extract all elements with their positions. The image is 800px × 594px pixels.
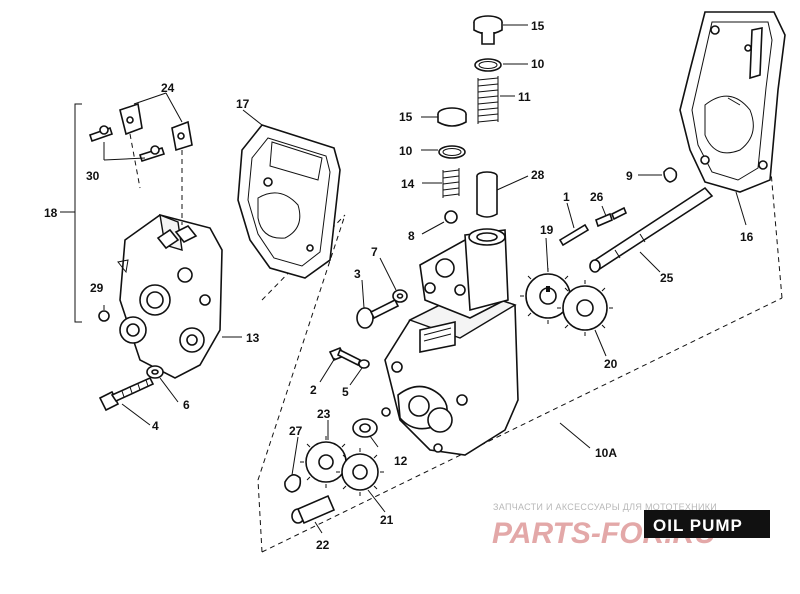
callout-3: 3 (354, 267, 361, 281)
callout-12: 12 (394, 454, 408, 468)
oring-10-top (474, 58, 502, 72)
spring-11 (477, 76, 499, 124)
callout-1: 1 (563, 190, 570, 204)
gear-21 (336, 448, 384, 496)
washer-5 (358, 359, 370, 369)
callout-labels: 15 10 11 15 10 14 28 8 9 1 26 19 16 25 2… (44, 19, 754, 552)
bolt-4 (98, 376, 155, 412)
washer-7 (392, 289, 408, 303)
callout-25: 25 (660, 271, 674, 285)
key-26 (595, 206, 628, 228)
callout-15-top: 15 (531, 19, 545, 33)
callout-16: 16 (740, 230, 754, 244)
oring-10-lower (438, 145, 466, 159)
callout-2: 2 (310, 383, 317, 397)
watermark-tagline: ЗАПЧАСТИ И АКСЕССУАРЫ ДЛЯ МОТОТЕХНИКИ (493, 502, 717, 512)
gasket-17 (237, 124, 341, 279)
callout-21: 21 (380, 513, 394, 527)
diagram-title: OIL PUMP (653, 516, 743, 535)
cover-13 (117, 213, 223, 379)
callout-15-lower: 15 (399, 110, 413, 124)
callout-10-top: 10 (531, 57, 545, 71)
callout-18: 18 (44, 206, 58, 220)
plug-15-lower (437, 107, 467, 127)
washer-12 (352, 418, 378, 438)
pin-1 (558, 223, 590, 247)
screw-29 (98, 305, 110, 322)
callout-22: 22 (316, 538, 330, 552)
title-box: OIL PUMP (644, 510, 770, 538)
spring-14 (442, 168, 460, 198)
callout-29: 29 (90, 281, 104, 295)
callout-5: 5 (342, 385, 349, 399)
callout-24: 24 (161, 81, 175, 95)
leader-lines (103, 24, 747, 534)
pin-22 (291, 494, 336, 525)
callout-28: 28 (531, 168, 545, 182)
callout-10-lower: 10 (399, 144, 413, 158)
callout-19: 19 (540, 223, 554, 237)
callout-17: 17 (236, 97, 250, 111)
callout-6: 6 (183, 398, 190, 412)
callout-30: 30 (86, 169, 100, 183)
callout-11: 11 (518, 90, 531, 104)
pump-body (381, 228, 519, 456)
callout-23: 23 (317, 407, 331, 421)
gasket-plate-16 (679, 11, 786, 193)
ball-8 (444, 210, 458, 224)
clip-27 (284, 474, 302, 493)
callout-7: 7 (371, 245, 378, 259)
plug-15-top (473, 15, 503, 45)
screw-3 (356, 298, 400, 329)
fitting-24 (119, 102, 193, 225)
callout-8: 8 (408, 229, 415, 243)
callout-20: 20 (604, 357, 618, 371)
callout-14: 14 (401, 177, 415, 191)
callout-4: 4 (152, 419, 159, 433)
callout-27: 27 (289, 424, 303, 438)
gear-20 (557, 280, 613, 336)
shaft-25 (589, 186, 714, 273)
bracket-18 (60, 103, 82, 323)
valve-28 (476, 171, 498, 218)
key-9 (663, 167, 678, 183)
callout-10a: 10A (595, 446, 617, 460)
screw-2 (328, 346, 362, 367)
callout-9: 9 (626, 169, 633, 183)
washer-6 (146, 365, 164, 379)
callout-26: 26 (590, 190, 604, 204)
callout-13: 13 (246, 331, 260, 345)
screw-30 (88, 125, 166, 163)
